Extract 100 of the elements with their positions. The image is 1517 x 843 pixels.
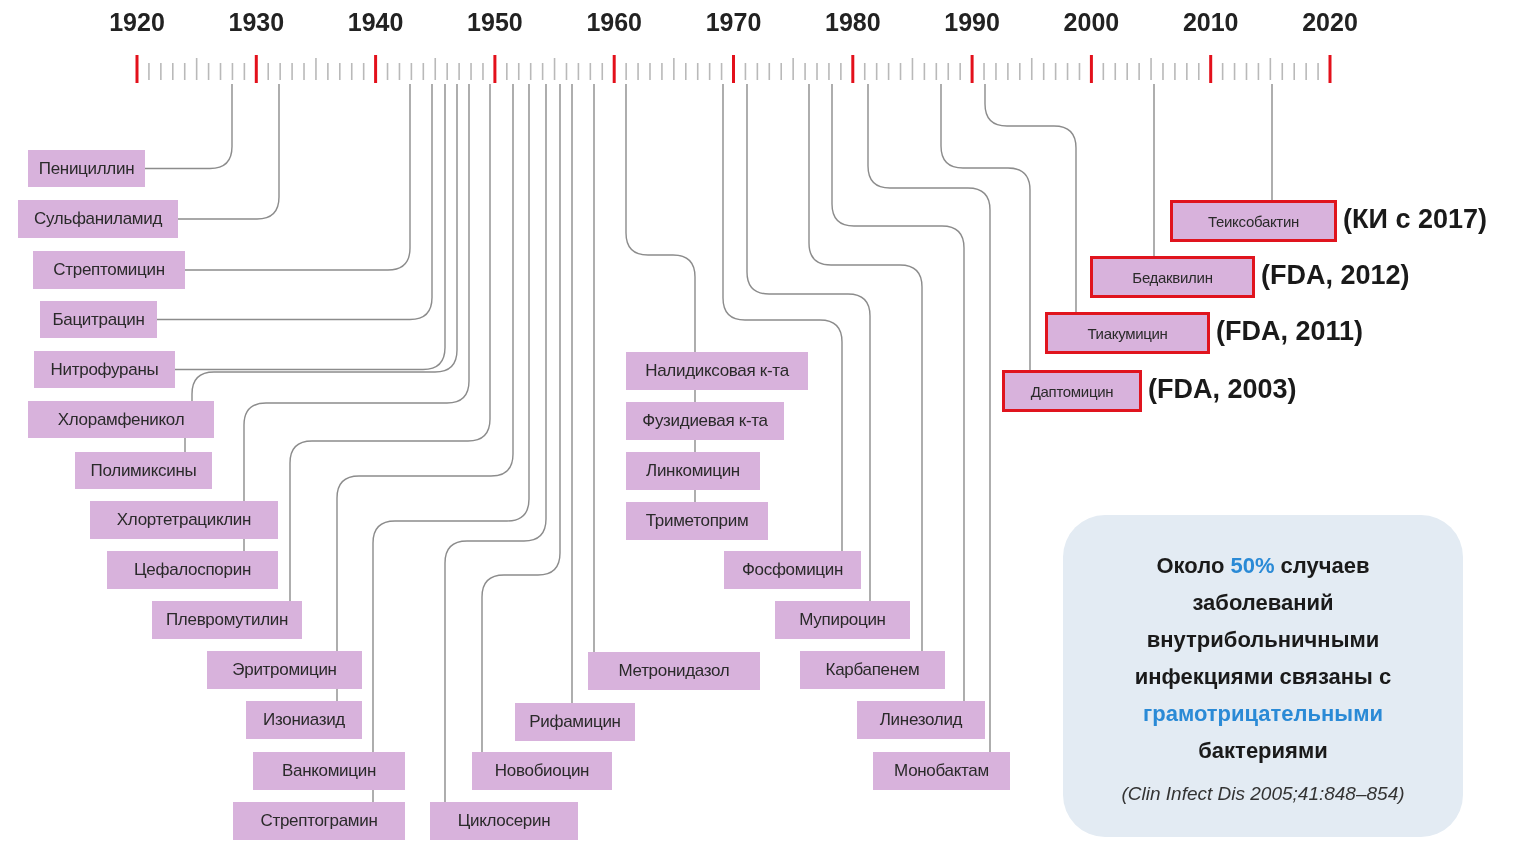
year-label: 2020 xyxy=(1301,8,1359,37)
connector-line xyxy=(184,437,186,453)
year-label: 2000 xyxy=(1062,8,1121,37)
connector-line xyxy=(372,789,374,803)
leader-line xyxy=(571,83,573,704)
drug-label-box xyxy=(515,703,635,741)
drug-label-box xyxy=(107,551,278,589)
leader-line xyxy=(184,83,411,271)
year-label: 1960 xyxy=(585,8,643,37)
leader-line xyxy=(984,83,1077,313)
drug-label-box xyxy=(28,150,145,187)
drug-name: Эритромицин xyxy=(232,660,337,680)
drug-name: Циклосерин xyxy=(457,811,551,831)
drug-name: Пенициллин xyxy=(38,158,135,179)
drug-label-box xyxy=(1045,312,1210,354)
year-label: 1920 xyxy=(108,8,166,37)
drug-name: Рифамицин xyxy=(529,712,621,732)
year-label: 1950 xyxy=(466,8,524,37)
year-label: 2010 xyxy=(1181,8,1240,37)
drug-label-box xyxy=(253,752,405,790)
drug-name: Нитрофураны xyxy=(50,359,159,380)
drug-label-box xyxy=(626,452,760,490)
drug-label-box xyxy=(1090,256,1255,298)
info-text: Около 50% случаев заболеваний внутрибольничными инфекциями связаны с грамотрицательными бактериями xyxy=(1133,552,1393,765)
drug-label-box xyxy=(430,802,578,840)
drug-name: Даптомицин xyxy=(1030,382,1114,400)
drug-name: Метронидазол xyxy=(618,661,730,681)
drug-name: Триметоприм xyxy=(645,511,749,531)
drug-name: Линезолид xyxy=(879,710,963,730)
connector-line xyxy=(336,688,338,702)
drug-label-box xyxy=(626,352,808,390)
leader-line xyxy=(156,83,433,321)
drug-label-box xyxy=(40,301,157,338)
leader-line xyxy=(808,83,923,652)
leader-line xyxy=(940,83,1031,371)
leader-line xyxy=(144,83,233,170)
drug-name: Монобактам xyxy=(894,761,989,781)
leader-line xyxy=(831,83,965,702)
year-label: 1980 xyxy=(824,8,882,37)
drug-label-box xyxy=(626,502,768,540)
approval-note: (КИ с 2017) xyxy=(1343,204,1487,235)
drug-name: Теиксобактин xyxy=(1207,212,1299,230)
leader-line xyxy=(1153,83,1155,257)
drug-name: Мупироцин xyxy=(799,610,886,630)
leader-line xyxy=(593,83,595,653)
leader-line xyxy=(243,83,470,502)
leader-line xyxy=(1271,83,1273,201)
leader-line xyxy=(177,83,280,220)
drug-name: Хлортетрациклин xyxy=(116,510,252,530)
drug-name: Бацитрацин xyxy=(52,309,145,330)
leader-line xyxy=(625,83,696,353)
drug-label-box xyxy=(233,802,405,840)
drug-name: Бедаквилин xyxy=(1132,268,1213,286)
leader-line xyxy=(722,83,843,552)
leader-line xyxy=(289,83,491,602)
connector-line xyxy=(694,389,696,403)
drug-name: Сульфаниламид xyxy=(33,209,163,229)
drug-label-box xyxy=(90,501,278,539)
drug-name: Изониазид xyxy=(263,710,345,730)
drug-name: Налидиксовая к-та xyxy=(645,361,789,381)
leader-line xyxy=(746,83,871,602)
leader-line xyxy=(867,83,991,753)
drug-name: Стрептограмин xyxy=(260,811,378,831)
drug-label-box xyxy=(28,401,214,438)
approval-note: (FDA, 2011) xyxy=(1216,316,1364,347)
drug-label-box xyxy=(34,351,175,388)
drug-name: Стрептомицин xyxy=(53,260,165,280)
drug-name: Хлорамфеникол xyxy=(57,409,185,430)
drug-name: Цефалоспорин xyxy=(134,560,251,580)
drug-label-box xyxy=(152,601,302,639)
year-label: 1930 xyxy=(227,8,286,37)
drug-label-box xyxy=(588,652,760,690)
drug-label-box xyxy=(873,752,1010,790)
leader-line xyxy=(444,83,547,803)
connector-line xyxy=(694,439,696,453)
year-label: 1940 xyxy=(346,8,405,37)
year-label: 1990 xyxy=(943,8,1001,37)
drug-name: Фосфомицин xyxy=(741,560,844,580)
leader-line xyxy=(191,83,458,402)
connector-line xyxy=(694,489,696,503)
drug-name: Ванкомицин xyxy=(281,761,377,781)
leader-line xyxy=(372,83,530,753)
drug-name: Линкомицин xyxy=(646,461,740,481)
drug-name: Плевромутилин xyxy=(165,610,289,630)
drug-label-box xyxy=(75,452,212,489)
connector-line xyxy=(243,538,245,552)
citation-text: (Clin Infect Dis 2005;41:848–854) xyxy=(1121,783,1405,805)
leader-line xyxy=(174,83,446,371)
approval-note: (FDA, 2012) xyxy=(1261,260,1410,291)
leader-line xyxy=(336,83,514,652)
drug-label-box xyxy=(1170,200,1337,242)
drug-label-box xyxy=(800,651,945,689)
year-label: 1970 xyxy=(704,8,763,37)
drug-label-box xyxy=(472,752,612,790)
drug-label-box xyxy=(626,402,784,440)
drug-name: Полимиксины xyxy=(90,460,197,481)
drug-name: Новобиоцин xyxy=(494,761,590,781)
drug-label-box xyxy=(775,601,910,639)
drug-label-box xyxy=(724,551,861,589)
drug-label-box xyxy=(207,651,362,689)
